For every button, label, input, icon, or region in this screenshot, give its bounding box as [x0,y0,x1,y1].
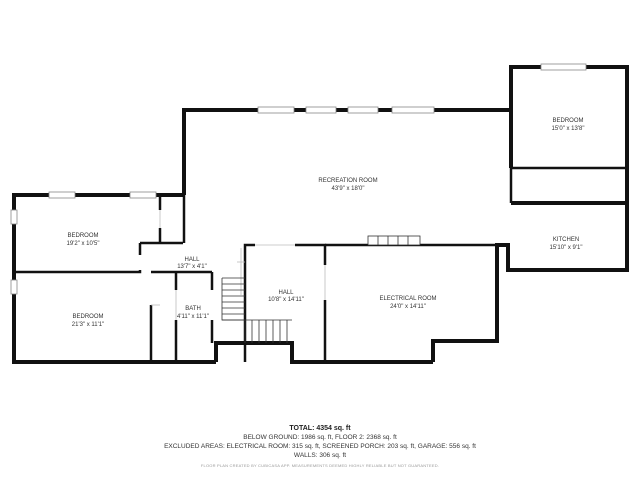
room-name-bath: BATH [185,306,201,312]
area-breakdown: BELOW GROUND: 1986 sq. ft, FLOOR 2: 2368… [243,434,397,441]
room-dims-recreation: 43'9" x 18'0" [332,186,365,192]
room-name-hall-2: HALL [278,290,294,296]
room-name-bedroom-ne: BEDROOM [552,118,583,124]
total-area: TOTAL: 4354 sq. ft [289,425,351,432]
room-name-kitchen: KITCHEN [553,237,579,243]
room-dims-bedroom-w: 19'2" x 10'5" [67,241,100,247]
room-dims-hall-2: 10'8" x 14'11" [268,297,304,303]
room-dims-bedroom-sw: 21'3" x 11'1" [72,322,104,328]
door-swings [151,210,326,320]
room-name-bedroom-w: BEDROOM [67,233,98,239]
room-dims-bath: 4'11" x 11'1" [177,314,209,320]
room-name-bedroom-sw: BEDROOM [72,314,103,320]
room-dims-kitchen: 15'10" x 9'1" [550,245,583,251]
room-name-recreation: RECREATION ROOM [318,178,377,184]
interior-walls [14,166,627,362]
room-labels: BEDROOM 15'0" x 13'8" RECREATION ROOM 43… [67,118,585,328]
electrical-panel [367,235,421,246]
room-dims-bedroom-ne: 15'0" x 13'8" [552,126,585,132]
room-name-electrical: ELECTRICAL ROOM [379,296,436,302]
room-dims-hall-1: 13'7" x 4'1" [177,264,207,270]
excluded-areas: EXCLUDED AREAS: ELECTRICAL ROOM: 315 sq.… [164,443,476,450]
windows [10,63,587,295]
walls-area: WALLS: 306 sq. ft [293,452,347,459]
disclaimer: FLOOR PLAN CREATED BY CUBICASA APP. MEAS… [200,463,440,468]
stairs [221,277,292,343]
room-dims-electrical: 24'0" x 14'11" [390,304,426,310]
room-name-hall-1: HALL [184,257,200,263]
